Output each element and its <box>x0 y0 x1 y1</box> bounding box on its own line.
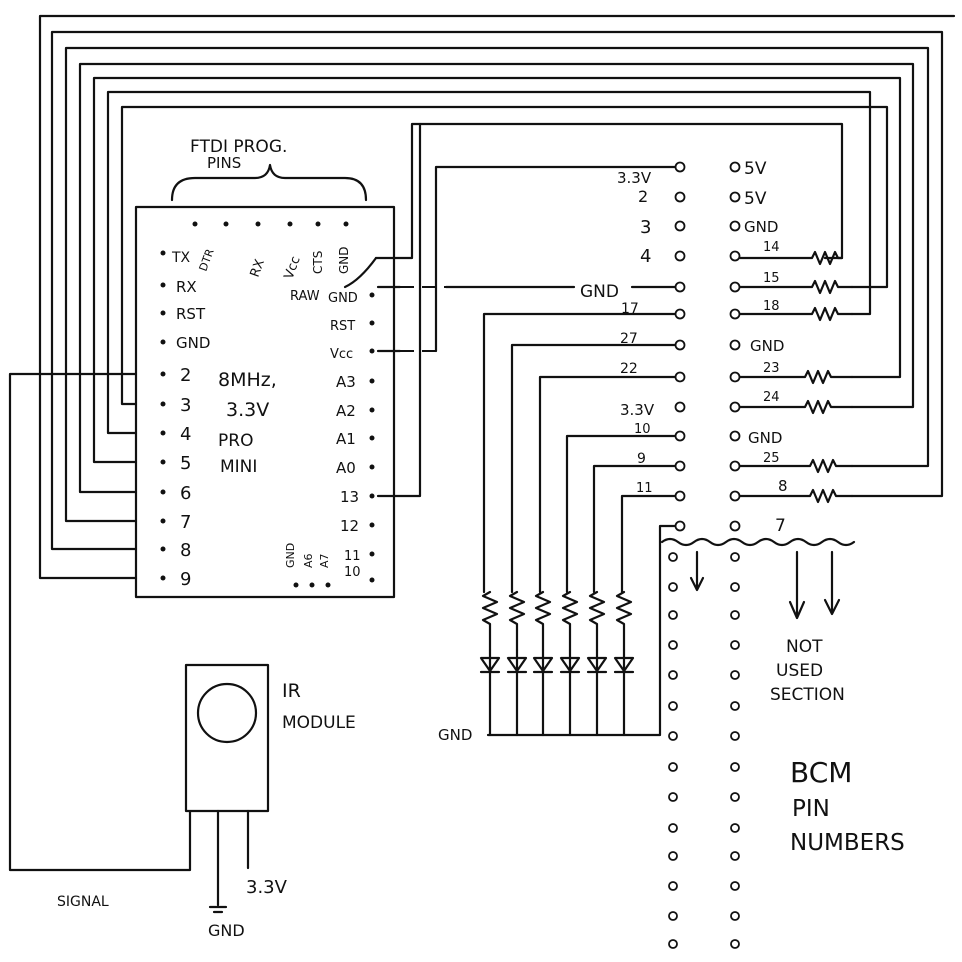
left-pins <box>160 250 166 581</box>
gpio-label-7: 7 <box>775 516 786 536</box>
not-used-line3: SECTION <box>770 685 845 705</box>
pin-label-rx: RX <box>176 278 197 296</box>
pin-label-7: 7 <box>180 512 191 533</box>
ftdi-brace <box>170 163 368 202</box>
gpio-label-14: 14 <box>763 240 780 255</box>
pin-label-11: 11 <box>344 549 361 564</box>
ftdi-header-label-pins: PINS <box>207 154 241 172</box>
bcm-line3: NUMBERS <box>790 830 905 856</box>
pin-label-a2: A2 <box>336 402 356 420</box>
ftdi-pin-cts: CTS <box>311 251 325 274</box>
section-break <box>660 537 856 547</box>
gpio-label-gnd-left: GND <box>580 282 619 302</box>
board-title-line1: 8MHz, <box>218 369 277 391</box>
pin-label-3: 3 <box>180 395 191 416</box>
ir-signal-wire <box>8 372 192 872</box>
pin-label-5: 5 <box>180 453 191 474</box>
loop-wires <box>38 14 956 580</box>
gpio-label-22: 22 <box>620 361 638 377</box>
pin-label-8: 8 <box>180 540 191 561</box>
ir-gnd-label: GND <box>208 921 245 940</box>
led-diodes <box>479 648 635 737</box>
pin-label-gnd: GND <box>176 334 210 352</box>
board-title-line4: MINI <box>220 457 257 477</box>
gpio-label-25: 25 <box>763 451 780 466</box>
pin-label-a7: A7 <box>318 553 331 568</box>
pin-label-10: 10 <box>344 565 361 580</box>
gpio-label-5v-1: 5V <box>744 159 767 179</box>
ftdi-pin-dtr: DTR <box>197 247 217 273</box>
pin-label-9: 9 <box>180 569 191 590</box>
not-used-line1: NOT <box>786 637 823 657</box>
right-pins <box>369 292 375 583</box>
arrow-down-mid <box>788 550 806 620</box>
pin-label-vcc-right: Vcc <box>330 347 353 362</box>
ir-vcc-label: 3.3V <box>246 877 288 898</box>
ftdi-pin-rx: RX <box>248 257 268 279</box>
pin-label-a3: A3 <box>336 373 356 391</box>
not-used-line2: USED <box>776 661 823 681</box>
led-resistors <box>481 590 633 652</box>
pin-label-a1: A1 <box>336 430 356 448</box>
board-title-line2: 3.3V <box>226 399 269 421</box>
ftdi-pin-tx: TX <box>171 250 191 266</box>
gpio-label-27: 27 <box>620 331 638 347</box>
ir-module-line1: IR <box>282 680 301 702</box>
arrow-down-left <box>689 550 705 592</box>
pin-label-12: 12 <box>340 517 359 535</box>
pin-label-gnd-right: GND <box>328 291 358 306</box>
arrow-down-right <box>823 550 841 616</box>
ftdi-pin-gnd: GND <box>337 246 351 274</box>
gpio-label-3v3-top: 3.3V <box>617 169 652 187</box>
series-resistors <box>738 250 854 504</box>
gpio-label-10: 10 <box>634 422 651 437</box>
gpio-label-15: 15 <box>763 271 780 286</box>
gpio-left-column <box>668 161 686 949</box>
bcm-line1: BCM <box>790 756 852 789</box>
ftdi-header-dots <box>192 221 349 227</box>
gpio-label-3v3-mid: 3.3V <box>620 401 655 419</box>
board-title-line3: PRO <box>218 431 253 451</box>
ir-signal-label: SIGNAL <box>57 894 109 910</box>
pin-label-a6: A6 <box>302 553 315 568</box>
ir-lens-icon <box>196 682 258 744</box>
gpio-label-11: 11 <box>636 481 653 496</box>
gpio-label-23: 23 <box>763 361 780 376</box>
ftdi-pin-vcc: Vcc <box>282 254 304 281</box>
pin-label-a0: A0 <box>336 459 356 477</box>
gpio-right-column <box>729 161 741 949</box>
gpio-label-3: 3 <box>640 217 651 238</box>
pin-label-rst: RST <box>176 305 206 323</box>
pin-label-2: 2 <box>180 365 191 386</box>
pin-label-13: 13 <box>340 488 359 506</box>
led-gnd-bus <box>486 524 677 737</box>
ftdi-header-label: FTDI PROG. <box>190 137 287 157</box>
ir-module-line2: MODULE <box>282 713 356 733</box>
pin-label-rst-right: RST <box>330 319 355 334</box>
gpio-label-8: 8 <box>778 477 788 495</box>
gpio-label-gnd-right-1: GND <box>744 218 778 236</box>
pin-label-raw: RAW <box>290 289 320 304</box>
gpio-label-4: 4 <box>640 246 651 267</box>
ir-module: IR MODULE SIGNAL 3.3V GND <box>57 663 356 940</box>
pin-label-gnd-bottom: GND <box>284 543 297 568</box>
gpio-header: 3.3V 2 3 4 GND 17 27 22 3.3V 10 9 11 5V … <box>580 159 788 949</box>
gpio-label-9: 9 <box>637 451 646 467</box>
led-gnd-label: GND <box>438 726 472 744</box>
led-branches <box>482 312 677 594</box>
pro-mini-board: FTDI PROG. PINS TX DTR RX Vcc CTS GND RX… <box>134 137 396 599</box>
pin-label-6: 6 <box>180 483 191 504</box>
gpio-label-24: 24 <box>763 390 780 405</box>
bcm-line2: PIN <box>792 796 830 822</box>
gpio-label-gnd-right-3: GND <box>748 429 782 447</box>
gpio-label-2: 2 <box>638 187 648 206</box>
gpio-label-5v-2: 5V <box>744 189 767 209</box>
gpio-label-gnd-right-2: GND <box>750 337 784 355</box>
pin-label-4: 4 <box>180 424 191 445</box>
gpio-label-18: 18 <box>763 299 780 314</box>
